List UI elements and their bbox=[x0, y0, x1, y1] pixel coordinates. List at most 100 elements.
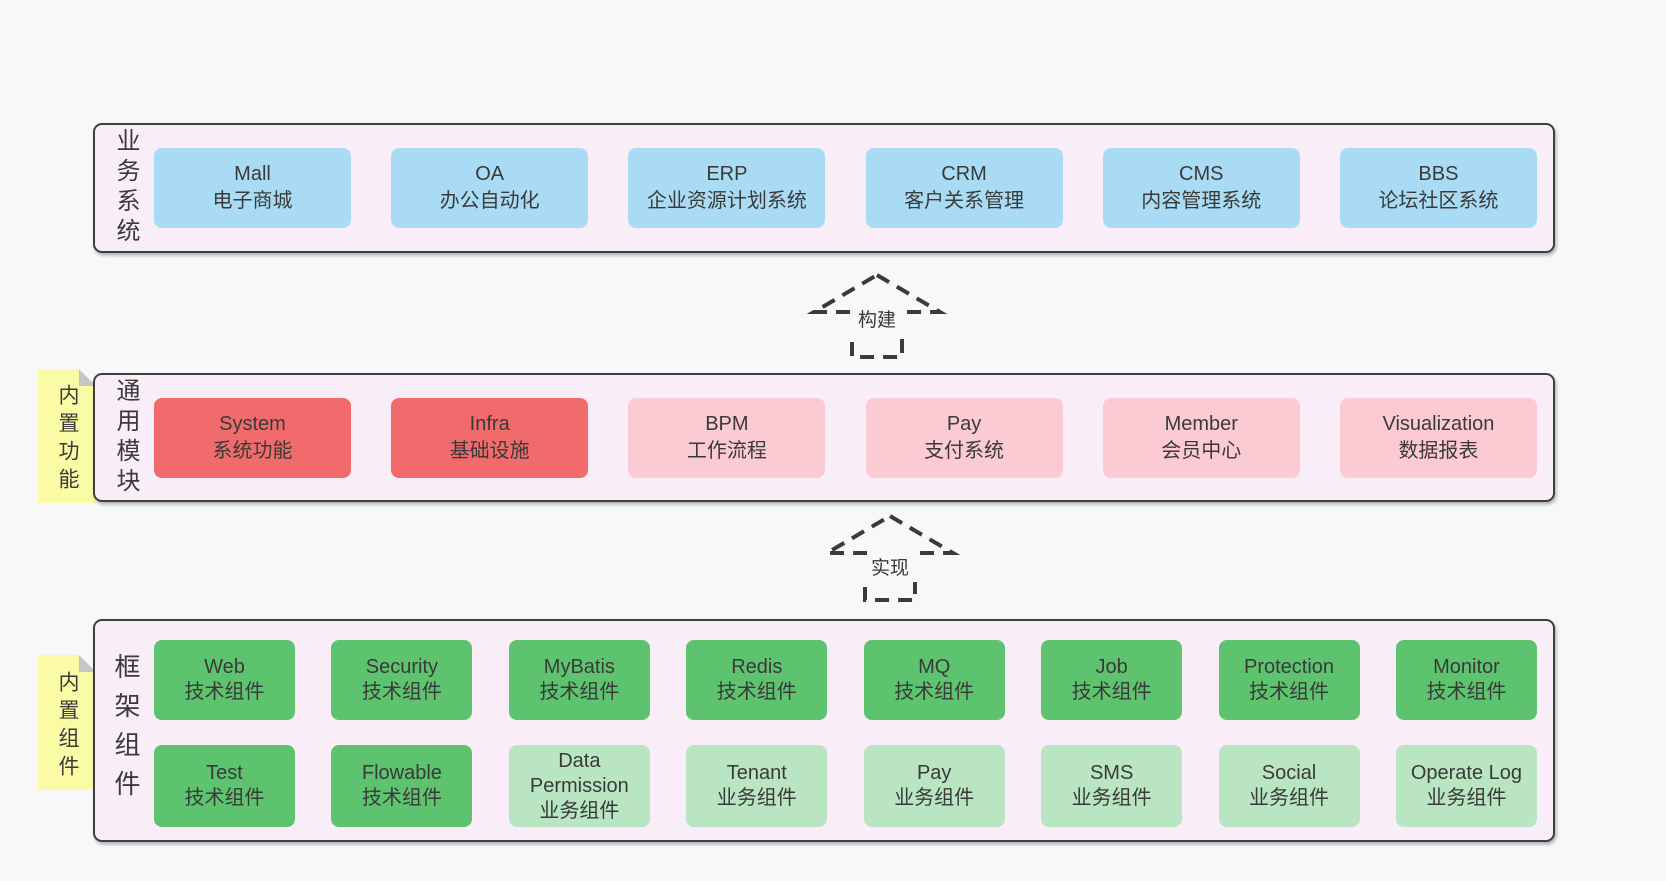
box-cms: CMS 内容管理系统 bbox=[1102, 148, 1300, 228]
box-bbs: BBS 论坛社区系统 bbox=[1339, 148, 1537, 228]
box-title: Security bbox=[365, 656, 439, 678]
box-job: Job 技术组件 bbox=[1041, 640, 1183, 720]
box-title: BPM bbox=[705, 412, 749, 435]
box-subtitle: 办公自动化 bbox=[439, 190, 540, 212]
box-subtitle: 技术组件 bbox=[716, 681, 797, 703]
box-title: System bbox=[219, 412, 286, 435]
box-mall: Mall 电子商城 bbox=[154, 148, 351, 228]
box-title: CMS bbox=[1179, 163, 1224, 185]
box-social: Social 业务组件 bbox=[1218, 745, 1360, 827]
box-subtitle: 客户关系管理 bbox=[904, 190, 1025, 212]
sticky-tab-label: 内置组件 bbox=[56, 670, 79, 783]
box-member: Member 会员中心 bbox=[1102, 397, 1300, 478]
box-subtitle: 技术组件 bbox=[184, 681, 265, 703]
box-title: Pay bbox=[946, 412, 982, 435]
panel-label-business-systems: 业务系统 bbox=[112, 128, 139, 248]
common-modules-row: System 系统功能 Infra 基础设施 BPM 工作流程 Pay 支付系统 Member 会… bbox=[154, 397, 1537, 478]
business-systems-row: Mall 电子商城 OA 办公自动化 ERP 企业资源计划系统 CRM 客户关系管理 CMS 内容… bbox=[154, 148, 1537, 228]
box-crm: CRM 客户关系管理 bbox=[865, 148, 1063, 228]
box-title: Protection bbox=[1244, 656, 1335, 678]
arrow-build: 构建 bbox=[806, 272, 948, 360]
box-subtitle: 会员中心 bbox=[1161, 439, 1242, 462]
box-title: Social bbox=[1261, 762, 1317, 784]
arrow-realize: 实现 bbox=[819, 513, 961, 604]
box-title: Tenant bbox=[726, 762, 787, 784]
box-subtitle: 企业资源计划系统 bbox=[646, 190, 807, 212]
box-system: System 系统功能 bbox=[154, 397, 351, 478]
box-subtitle: 技术组件 bbox=[361, 681, 442, 703]
box-title: MQ bbox=[918, 656, 951, 678]
box-subtitle: 技术组件 bbox=[539, 681, 620, 703]
box-subtitle: 支付系统 bbox=[924, 439, 1005, 462]
box-mq: MQ 技术组件 bbox=[863, 640, 1005, 720]
arrow-realize-label: 实现 bbox=[863, 556, 917, 582]
box-subtitle: 工作流程 bbox=[686, 439, 767, 462]
box-title: MyBatis bbox=[543, 656, 615, 678]
panel-label-common-modules: 通用模块 bbox=[112, 377, 139, 498]
box-title: Member bbox=[1164, 412, 1238, 435]
box-mybatis: MyBatis 技术组件 bbox=[508, 640, 650, 720]
box-title: Operate Log bbox=[1410, 762, 1523, 784]
panel-common-modules: 通用模块 System 系统功能 Infra 基础设施 BPM 工作流程 Pay 支付系统 Me… bbox=[93, 373, 1555, 502]
box-title: Redis bbox=[731, 656, 783, 678]
box-title: Flowable bbox=[361, 762, 442, 784]
box-subtitle: 业务组件 bbox=[1249, 787, 1330, 809]
box-subtitle: 业务组件 bbox=[539, 799, 620, 822]
box-title: Job bbox=[1095, 656, 1128, 678]
dashed-up-arrow-icon bbox=[819, 513, 961, 602]
box-tenant: Tenant 业务组件 bbox=[686, 745, 828, 827]
box-title: OA bbox=[475, 163, 505, 185]
box-subtitle: 业务组件 bbox=[1071, 787, 1152, 809]
box-security: Security 技术组件 bbox=[331, 640, 473, 720]
arrow-build-label: 构建 bbox=[850, 308, 904, 334]
box-title: Visualization bbox=[1382, 412, 1495, 435]
box-subtitle: 技术组件 bbox=[184, 787, 265, 809]
box-erp: ERP 企业资源计划系统 bbox=[628, 148, 826, 228]
sticky-tab-label: 内置功能 bbox=[56, 384, 79, 497]
panel-label-framework-components: 框架组件 bbox=[111, 652, 141, 809]
box-subtitle: 技术组件 bbox=[1071, 681, 1152, 703]
box-title: Test bbox=[206, 762, 243, 784]
box-title: Web bbox=[204, 656, 245, 678]
sticky-tab-built-in-components: 内置组件 bbox=[38, 655, 96, 790]
box-title: Monitor bbox=[1433, 656, 1500, 678]
box-oa: OA 办公自动化 bbox=[391, 148, 589, 228]
box-subtitle: 业务组件 bbox=[894, 787, 975, 809]
box-title: ERP bbox=[706, 163, 748, 185]
box-pay: Pay 业务组件 bbox=[863, 745, 1005, 827]
box-title: Data Permission bbox=[529, 749, 629, 797]
box-title: Mall bbox=[234, 163, 271, 185]
box-subtitle: 电子商城 bbox=[212, 190, 293, 212]
box-title: Pay bbox=[916, 762, 952, 784]
panel-business-systems: 业务系统 Mall 电子商城 OA 办公自动化 ERP 企业资源计划系统 CRM 客户关系管理… bbox=[93, 123, 1555, 253]
box-subtitle: 系统功能 bbox=[212, 439, 293, 462]
box-test: Test 技术组件 bbox=[154, 745, 295, 827]
box-subtitle: 内容管理系统 bbox=[1141, 190, 1262, 212]
box-flowable: Flowable 技术组件 bbox=[331, 745, 473, 827]
box-subtitle: 论坛社区系统 bbox=[1378, 190, 1499, 212]
box-subtitle: 基础设施 bbox=[449, 439, 530, 462]
box-subtitle: 技术组件 bbox=[894, 681, 975, 703]
box-visualization: Visualization 数据报表 bbox=[1339, 397, 1537, 478]
box-web: Web 技术组件 bbox=[154, 640, 295, 720]
box-redis: Redis 技术组件 bbox=[686, 640, 828, 720]
box-subtitle: 数据报表 bbox=[1398, 439, 1479, 462]
box-pay: Pay 支付系统 bbox=[865, 397, 1063, 478]
box-subtitle: 技术组件 bbox=[361, 787, 442, 809]
box-subtitle: 业务组件 bbox=[1426, 787, 1507, 809]
box-title: BBS bbox=[1418, 163, 1459, 185]
dashed-up-arrow-icon bbox=[806, 272, 948, 359]
box-infra: Infra 基础设施 bbox=[391, 397, 589, 478]
box-title: CRM bbox=[941, 163, 987, 185]
box-subtitle: 业务组件 bbox=[716, 787, 797, 809]
sticky-tab-built-in-features: 内置功能 bbox=[38, 369, 96, 503]
box-title: SMS bbox=[1089, 762, 1134, 784]
box-operate-log: Operate Log 业务组件 bbox=[1395, 745, 1537, 827]
box-title: Infra bbox=[469, 412, 510, 435]
